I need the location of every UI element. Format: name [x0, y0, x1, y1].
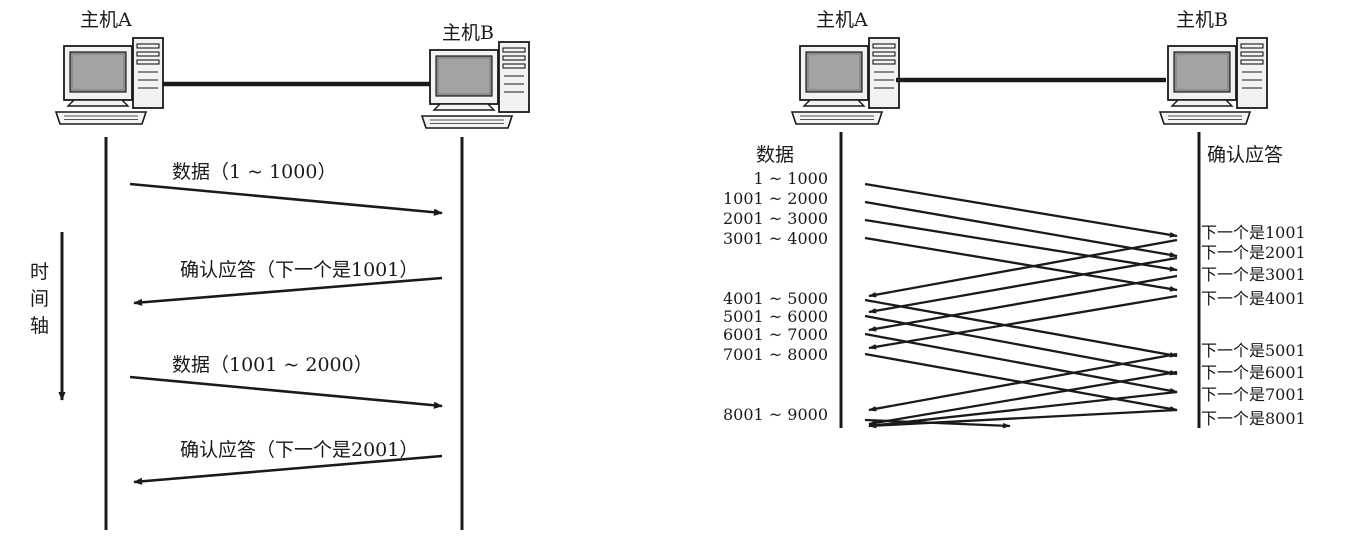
- data-range-label: 2001 ~ 3000: [723, 209, 828, 228]
- time-axis-char-1: 时: [30, 261, 49, 283]
- computer-icon: [1159, 37, 1268, 125]
- ack-next-label: 下一个是5001: [1201, 341, 1306, 360]
- data-range-label: 6001 ~ 7000: [723, 325, 828, 344]
- data-segment-arrow: [129, 182, 443, 216]
- data-range-label: 5001 ~ 6000: [723, 307, 828, 326]
- ack-next-label: 下一个是1001: [1201, 223, 1306, 242]
- host-b-label: 主机B: [442, 22, 494, 44]
- time-axis-char-2: 间: [30, 288, 49, 310]
- computer-icon: [791, 37, 900, 125]
- data-arrow: [864, 314, 1178, 376]
- ack-arrow: [868, 294, 1178, 350]
- ack-arrow: [133, 276, 443, 306]
- data-range-label: 3001 ~ 4000: [723, 229, 828, 248]
- ack-arrow: [868, 352, 1178, 412]
- data-segment-label: 数据（1 ~ 1000）: [172, 161, 336, 183]
- ack-next-label: 下一个是6001: [1201, 363, 1306, 382]
- ack-arrow: [868, 238, 1178, 298]
- host-a-label: 主机A: [80, 9, 132, 31]
- ack-next-label: 下一个是8001: [1201, 409, 1306, 428]
- time-axis-char-3: 轴: [30, 315, 49, 337]
- data-range-label: 1001 ~ 2000: [723, 189, 828, 208]
- ack-label: 确认应答（下一个是1001）: [180, 259, 418, 281]
- data-arrow: [864, 182, 1178, 238]
- ack-arrow: [868, 256, 1178, 314]
- ack-arrow: [868, 274, 1178, 332]
- ack-arrow: [868, 370, 1178, 426]
- data-range-label: 1 ~ 1000: [754, 169, 828, 188]
- data-range-label: 4001 ~ 5000: [723, 289, 828, 308]
- data-arrow: [864, 200, 1178, 258]
- data-segment-arrow: [129, 375, 443, 409]
- ack-arrow: [868, 408, 1178, 429]
- ack-next-label: 下一个是3001: [1201, 265, 1306, 284]
- data-arrow: [864, 236, 1178, 292]
- data-arrow: [864, 332, 1178, 394]
- ack-arrow-group: [868, 238, 1178, 429]
- ack-next-label: 下一个是2001: [1201, 243, 1306, 262]
- data-arrow: [864, 218, 1178, 272]
- data-arrow: [864, 298, 1178, 358]
- ack-arrow: [133, 454, 443, 485]
- ack-arrow: [868, 390, 1178, 428]
- data-segment-label: 数据（1001 ~ 2000）: [172, 354, 373, 376]
- data-range-label: 7001 ~ 8000: [723, 345, 828, 364]
- host-b-label: 主机B: [1176, 9, 1228, 31]
- host-a-label: 主机A: [816, 9, 868, 31]
- ack-label: 确认应答（下一个是2001）: [180, 439, 418, 461]
- data-column-header: 数据: [756, 144, 794, 166]
- data-range-label: 8001 ~ 9000: [723, 405, 828, 424]
- ack-next-label: 下一个是7001: [1201, 385, 1306, 404]
- ack-next-label: 下一个是4001: [1201, 289, 1306, 308]
- computer-icon: [421, 41, 530, 129]
- ack-column-header: 确认应答: [1207, 144, 1283, 166]
- left-diagram: 主机A 主机B 时 间 轴 数据（1 ~ 1000） 确认应答（下一个是1001…: [30, 9, 530, 530]
- computer-icon: [55, 37, 164, 125]
